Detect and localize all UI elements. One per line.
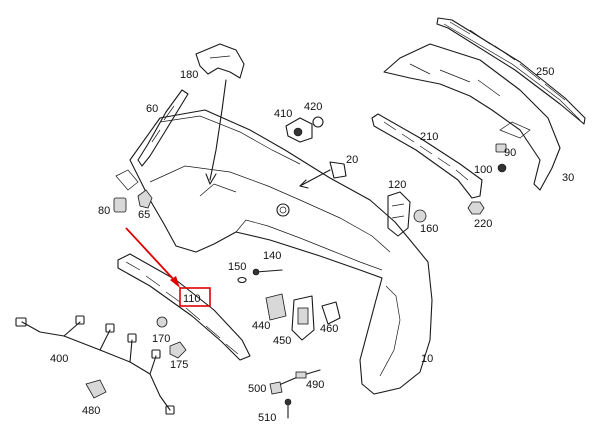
part-60-side-strip[interactable]: [137, 89, 189, 167]
part-160-clip[interactable]: [413, 209, 427, 223]
part-10-bumper-cover[interactable]: [129, 109, 433, 395]
label-170: 170: [152, 333, 170, 345]
label-65: 65: [138, 209, 150, 221]
part-500-clip[interactable]: [269, 381, 283, 395]
label-450: 450: [273, 335, 291, 347]
label-250: 250: [536, 66, 554, 78]
highlight-arrow: [125, 227, 177, 283]
label-510: 510: [258, 412, 276, 424]
part-220-nut[interactable]: [467, 201, 485, 215]
label-110: 110: [183, 293, 201, 305]
label-160: 160: [420, 223, 438, 235]
label-440: 440: [252, 320, 270, 332]
label-30: 30: [562, 172, 574, 184]
part-140-rod[interactable]: [252, 268, 283, 276]
part-490-rod[interactable]: [271, 369, 321, 389]
part-175-clip[interactable]: [169, 341, 187, 359]
label-140: 140: [263, 250, 281, 262]
label-460: 460: [320, 323, 338, 335]
part-180-cover[interactable]: [195, 43, 245, 185]
label-60: 60: [146, 103, 158, 115]
part-410-sensor-holder[interactable]: [285, 117, 313, 143]
label-180: 180: [180, 69, 198, 81]
label-80: 80: [98, 205, 110, 217]
label-100: 100: [474, 164, 492, 176]
label-480: 480: [82, 405, 100, 417]
label-220: 220: [474, 218, 492, 230]
part-460-bracket[interactable]: [321, 301, 341, 325]
part-420-ring[interactable]: [312, 116, 324, 128]
part-90-clip[interactable]: [495, 143, 507, 153]
part-120-bracket[interactable]: [387, 191, 411, 237]
part-150-washer[interactable]: [237, 276, 247, 284]
part-250-spoiler-strip[interactable]: [436, 17, 586, 125]
label-150: 150: [228, 261, 246, 273]
label-20: 20: [346, 154, 358, 166]
part-30-diffuser[interactable]: [383, 43, 561, 191]
label-420: 420: [304, 101, 322, 113]
part-510-screw[interactable]: [284, 398, 292, 419]
label-175: 175: [170, 359, 188, 371]
part-480-connector[interactable]: [85, 379, 107, 399]
part-170-grommet[interactable]: [156, 316, 168, 328]
part-400-wiring-harness[interactable]: [15, 315, 175, 415]
part-65-clip[interactable]: [137, 189, 153, 209]
part-80-bracket[interactable]: [113, 169, 139, 213]
part-440-block[interactable]: [265, 293, 287, 321]
label-120: 120: [388, 179, 406, 191]
label-400: 400: [50, 353, 68, 365]
label-210: 210: [420, 131, 438, 143]
highlight-box: [179, 287, 211, 307]
label-490: 490: [306, 379, 324, 391]
highlight-arrowhead: [170, 276, 180, 288]
label-10: 10: [421, 353, 433, 365]
part-450-sensor-holder[interactable]: [291, 295, 315, 341]
label-500: 500: [248, 383, 266, 395]
part-20-cap[interactable]: [299, 161, 347, 189]
part-100-screw[interactable]: [497, 163, 507, 173]
label-410: 410: [274, 108, 292, 120]
part-110-impact-strip[interactable]: [117, 253, 251, 361]
label-90: 90: [504, 147, 516, 159]
part-210-trim-strip[interactable]: [371, 113, 483, 199]
